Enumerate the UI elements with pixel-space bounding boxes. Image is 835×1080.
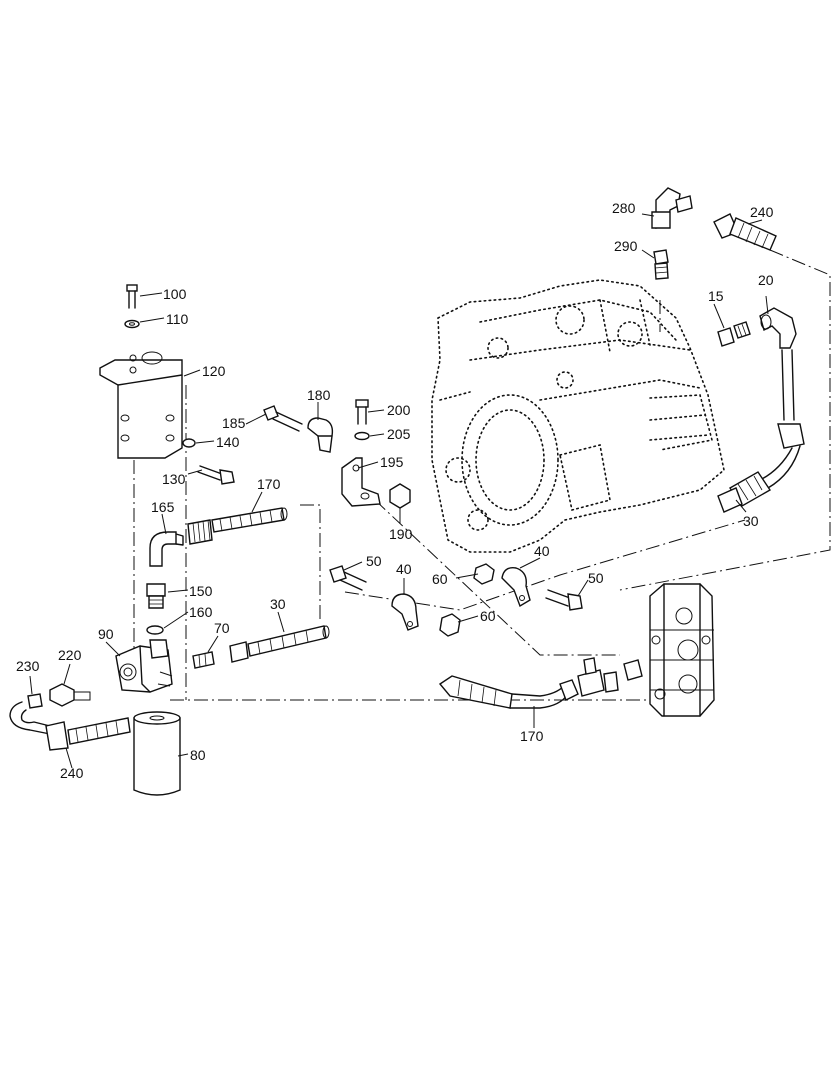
bolt-185 — [263, 405, 303, 432]
callout-280: 280 — [612, 200, 636, 216]
callout-170-lower: 170 — [520, 728, 544, 744]
callout-180: 180 — [307, 387, 331, 403]
bolt-130 — [197, 465, 235, 485]
elbow-165 — [149, 531, 184, 567]
control-valve-block — [649, 583, 715, 717]
callout-60-left: 60 — [480, 608, 496, 624]
callout-120: 120 — [202, 363, 226, 379]
callout-100: 100 — [163, 286, 187, 302]
callout-195: 195 — [380, 454, 404, 470]
nut-190 — [389, 483, 411, 509]
callout-80: 80 — [190, 747, 206, 763]
elbow-280 — [651, 187, 693, 229]
reference-lines — [133, 249, 831, 701]
o-ring-160 — [146, 625, 164, 635]
hose-240-left — [9, 701, 131, 751]
callout-15: 15 — [708, 288, 724, 304]
nut-60-right — [473, 563, 495, 585]
callout-130: 130 — [162, 471, 186, 487]
bolt-200 — [355, 399, 369, 425]
transmission-housing — [431, 279, 725, 553]
callout-240-left: 240 — [60, 765, 84, 781]
filter-80 — [133, 711, 181, 796]
callout-290: 290 — [614, 238, 638, 254]
fitting-290 — [653, 249, 669, 280]
callout-230: 230 — [16, 658, 40, 674]
bolt-50-left — [329, 565, 367, 591]
callout-30-right: 30 — [743, 513, 759, 529]
bracket-120 — [99, 351, 183, 459]
callout-220: 220 — [58, 647, 82, 663]
filter-head-90 — [115, 639, 173, 693]
hose-170-lower — [438, 675, 579, 709]
callout-240-right: 240 — [750, 204, 774, 220]
callout-40-left: 40 — [396, 561, 412, 577]
callout-20: 20 — [758, 272, 774, 288]
callout-165: 165 — [151, 499, 175, 515]
fitting-150 — [146, 583, 166, 609]
clamp-40-left — [391, 593, 419, 631]
fitting-230 — [27, 693, 43, 709]
fitting-15 — [717, 321, 751, 347]
hose-30-center — [229, 625, 330, 663]
callout-50-left: 50 — [366, 553, 382, 569]
callout-60-right: 60 — [432, 571, 448, 587]
washer-140 — [182, 438, 196, 448]
callout-190: 190 — [389, 526, 413, 542]
hose-240-right — [713, 213, 777, 251]
bracket-195 — [341, 457, 381, 507]
callout-90: 90 — [98, 626, 114, 642]
tee-fitting — [577, 657, 643, 697]
callout-140: 140 — [216, 434, 240, 450]
fitting-70 — [192, 651, 215, 669]
leader-lines — [29, 213, 769, 769]
nut-60-left — [439, 613, 461, 637]
callout-170-upper: 170 — [257, 476, 281, 492]
clamp-40-right — [501, 567, 531, 608]
hose-30-right — [717, 349, 805, 513]
bolt-100 — [126, 284, 138, 309]
callout-50-right: 50 — [588, 570, 604, 586]
fitting-220 — [49, 683, 91, 707]
callout-30-center: 30 — [270, 596, 286, 612]
callout-110: 110 — [166, 311, 189, 327]
callout-labels: 100 110 120 130 140 165 170 170 150 160 … — [16, 200, 774, 781]
washer-205 — [354, 431, 370, 441]
hose-170-upper — [187, 507, 288, 545]
callout-200: 200 — [387, 402, 411, 418]
elbow-20 — [759, 307, 797, 349]
washer-110 — [124, 319, 140, 329]
callout-150: 150 — [189, 583, 213, 599]
callout-70: 70 — [214, 620, 230, 636]
callout-205: 205 — [387, 426, 411, 442]
bolt-50-right — [545, 589, 583, 611]
callout-40-right: 40 — [534, 543, 550, 559]
callout-160: 160 — [189, 604, 213, 620]
clamp-180 — [307, 417, 334, 453]
callout-185: 185 — [222, 415, 246, 431]
